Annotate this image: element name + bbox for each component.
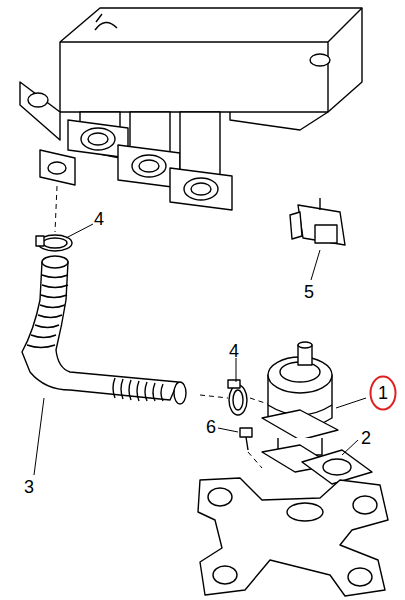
callout-number: 6	[206, 418, 216, 436]
callout-number: 4	[94, 210, 104, 228]
callout-number: 1	[378, 384, 388, 402]
callout-number: 2	[361, 429, 371, 447]
callout-number: 5	[304, 283, 314, 301]
highlight-circle: 1	[369, 375, 397, 411]
callout-number: 4	[229, 342, 239, 360]
callout-number: 3	[24, 478, 34, 496]
